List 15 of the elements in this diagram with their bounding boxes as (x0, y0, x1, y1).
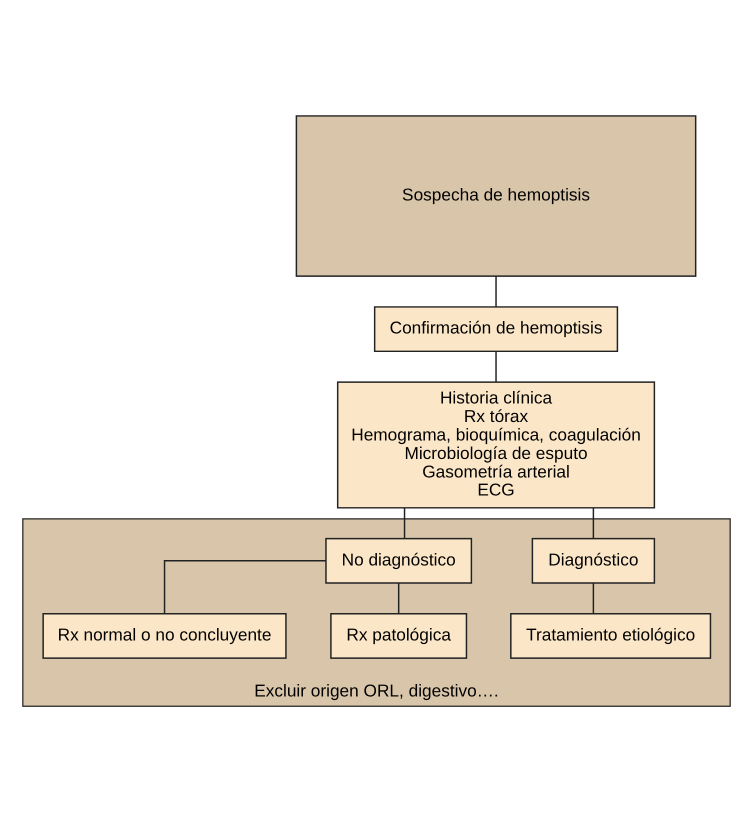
connector (495, 351, 497, 382)
connector (404, 508, 406, 538)
node-box: Tratamiento etiológico (510, 613, 712, 659)
node-box: No diagnóstico (325, 538, 472, 584)
connector (495, 276, 497, 307)
connector (164, 560, 326, 614)
connector (592, 508, 594, 538)
node-box: Historia clínica Rx tórax Hemograma, bioquímica, coagulación Microbiología de esputo Gasometría arterial ECG (336, 381, 656, 509)
connector (398, 583, 400, 614)
node-box: Sospecha de hemoptisis (296, 115, 696, 277)
node-box: Rx normal o no concluyente (42, 613, 287, 659)
node-box: Confirmación de hemoptisis (374, 306, 618, 352)
node-box: Diagnóstico (532, 538, 656, 584)
node-box: Rx patológica (330, 613, 468, 659)
connector (592, 583, 594, 614)
